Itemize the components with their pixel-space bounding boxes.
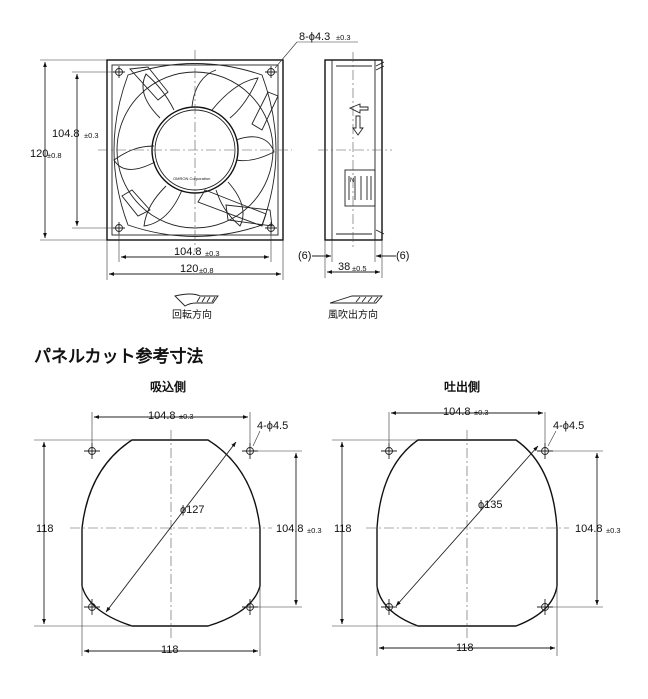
side-right-offset: (6) (396, 250, 409, 262)
hole-spec-value: 8-ϕ4.3 (299, 31, 330, 43)
exhaust-pitch-right-value: 104.8 (575, 523, 603, 535)
front-width-outer-value: 120 (180, 263, 198, 275)
mounting-holes (113, 66, 277, 234)
front-height-outer-tol: ±0.8 (47, 151, 62, 160)
intake-height-left: 118 (36, 523, 54, 535)
front-width-inner-tol: ±0.3 (205, 249, 220, 258)
exhaust-hole-spec: 4-ϕ4.5 (553, 420, 584, 432)
intake-diameter: ϕ127 (180, 504, 205, 516)
intake-pitch-top-value: 104.8 (148, 410, 176, 422)
exhaust-mounting-holes (381, 443, 553, 615)
airflow-direction-label: 風吹出方向 (328, 308, 378, 321)
exhaust-cutout-outline (376, 439, 558, 627)
intake-pitch-right-tol: ±0.3 (307, 526, 322, 535)
section-title: パネルカット参考寸法 (34, 346, 204, 366)
fan-front-view: OMRON Corporation 8-ϕ4.3 ±0.3 120 ±0.8 1… (30, 31, 358, 280)
front-width-inner-value: 104.8 (174, 246, 202, 258)
front-height-outer-value: 120 (30, 148, 48, 160)
side-depth-value: 38 (338, 261, 350, 273)
rotation-arrow-icon (348, 103, 369, 114)
rotation-direction-icon (174, 293, 219, 307)
front-height-inner-tol: ±0.3 (84, 131, 99, 140)
hole-spec-tol: ±0.3 (336, 33, 351, 42)
airflow-direction-icon (329, 295, 383, 304)
exhaust-title: 吐出側 (444, 379, 480, 394)
svg-text:N: N (350, 178, 354, 184)
intake-title: 吸込側 (150, 379, 186, 394)
side-left-offset: (6) (298, 250, 311, 262)
intake-pitch-top-tol: ±0.3 (179, 412, 194, 421)
exhaust-pitch-top-value: 104.8 (443, 406, 471, 418)
intake-mounting-holes (84, 443, 258, 615)
intake-cutout-outline (81, 439, 261, 627)
intake-pitch-right-value: 104.8 (276, 523, 304, 535)
exhaust-pitch-top-tol: ±0.3 (474, 408, 489, 417)
exhaust-pitch-right-tol: ±0.3 (606, 526, 621, 535)
label-connector-block (344, 169, 376, 207)
exhaust-height-left: 118 (334, 523, 352, 535)
fan-side-view: N (6) (6) 38 ±0.5 (298, 52, 409, 278)
exhaust-diameter: ϕ135 (478, 499, 503, 511)
intake-width-bottom: 118 (161, 644, 179, 656)
brand-label: OMRON Corporation (173, 176, 210, 181)
fan-struts (121, 66, 279, 227)
intake-hole-spec: 4-ϕ4.5 (257, 420, 288, 432)
exhaust-panel-cut: 吐出側 ϕ135 104.8 ±0.3 4-ϕ4.5 118 104.8 ±0.… (332, 379, 621, 656)
rotation-direction-label: 回転方向 (172, 308, 212, 321)
airflow-arrow-icon (352, 115, 364, 136)
front-height-inner-value: 104.8 (52, 128, 80, 140)
front-width-outer-tol: ±0.8 (199, 266, 214, 275)
exhaust-width-bottom: 118 (456, 642, 474, 654)
direction-legend: 回転方向 風吹出方向 (172, 293, 383, 321)
fan-blades (113, 69, 275, 227)
side-depth-tol: ±0.5 (352, 264, 367, 273)
intake-panel-cut: 吸込側 ϕ127 104.8 ±0.3 4-ϕ4.5 118 (34, 379, 322, 656)
